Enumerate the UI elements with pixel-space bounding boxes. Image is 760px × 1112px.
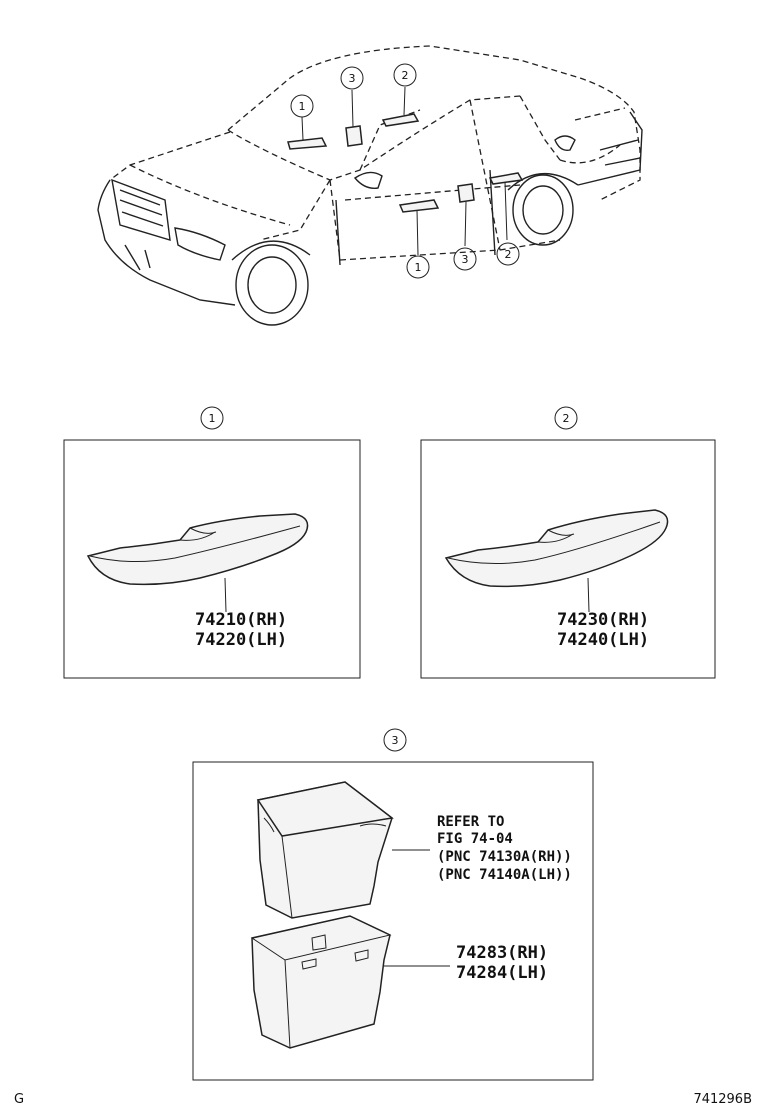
callout-2-top: 2 [393, 63, 417, 87]
panel-3-note-line1: REFER TO [437, 814, 504, 830]
panel-1-part-rh: 74210(RH) [195, 610, 287, 630]
footer-left-code: G [14, 1092, 24, 1107]
panel-3-note-line4: (PNC 74140A(LH)) [437, 867, 572, 883]
panel-2-callout-circle [554, 406, 578, 430]
armrest-rear-part [444, 509, 669, 588]
panel-3-callout: 3 [392, 734, 399, 747]
car-part-pocket [345, 125, 475, 203]
panel-2: 2 74230(RH) 74240(LH) [420, 406, 716, 679]
pocket-box-part [250, 915, 392, 1049]
panel-3-note-line3: (PNC 74130A(RH)) [437, 849, 572, 865]
panel-2-callout: 2 [563, 412, 570, 425]
callout-1-top-label: 1 [299, 100, 306, 113]
callout-2-top-label: 2 [402, 69, 409, 82]
car-leader-lines [301, 86, 508, 256]
panel-1-callout: 1 [209, 412, 216, 425]
callout-1-bottom-label: 1 [415, 261, 422, 274]
callout-3-bottom: 3 [453, 247, 477, 271]
armrest-front-part [86, 513, 309, 586]
car-illustration [97, 45, 643, 326]
callout-1-top: 1 [290, 94, 314, 118]
panel-3-note-line2: FIG 74-04 [437, 831, 513, 847]
panel-2-part-lh: 74240(LH) [557, 630, 649, 650]
panel-3: 3 REFER TO FIG 74-04 (PNC 74130A(RH)) (P… [192, 728, 594, 1081]
callout-3-top-label: 3 [349, 72, 356, 85]
panel-1-callout-circle [200, 406, 224, 430]
callout-3-bottom-label: 3 [462, 253, 469, 266]
panel-2-frame [420, 439, 716, 679]
callout-2-bottom: 2 [496, 242, 520, 266]
panel-1-frame [63, 439, 361, 679]
panel-2-part-rh: 74230(RH) [557, 610, 649, 630]
panel-1: 1 74210(RH) 74220(LH) [63, 406, 361, 679]
panel-1-leader [224, 577, 227, 613]
callout-3-top: 3 [340, 66, 364, 90]
panel-3-part-lh: 74284(LH) [456, 963, 548, 983]
pocket-lid-part [256, 781, 394, 919]
callout-1-bottom: 1 [406, 255, 430, 279]
panel-2-leader [587, 577, 590, 613]
panel-3-part-rh: 74283(RH) [456, 943, 548, 963]
figure-id: 741296B [693, 1092, 752, 1107]
car-part-armrest-front [287, 137, 440, 213]
panel-1-part-lh: 74220(LH) [195, 630, 287, 650]
panel-3-callout-circle [383, 728, 407, 752]
panel-3-frame [192, 761, 594, 1081]
callout-2-bottom-label: 2 [505, 248, 512, 261]
car-part-armrest-rear [381, 113, 524, 185]
